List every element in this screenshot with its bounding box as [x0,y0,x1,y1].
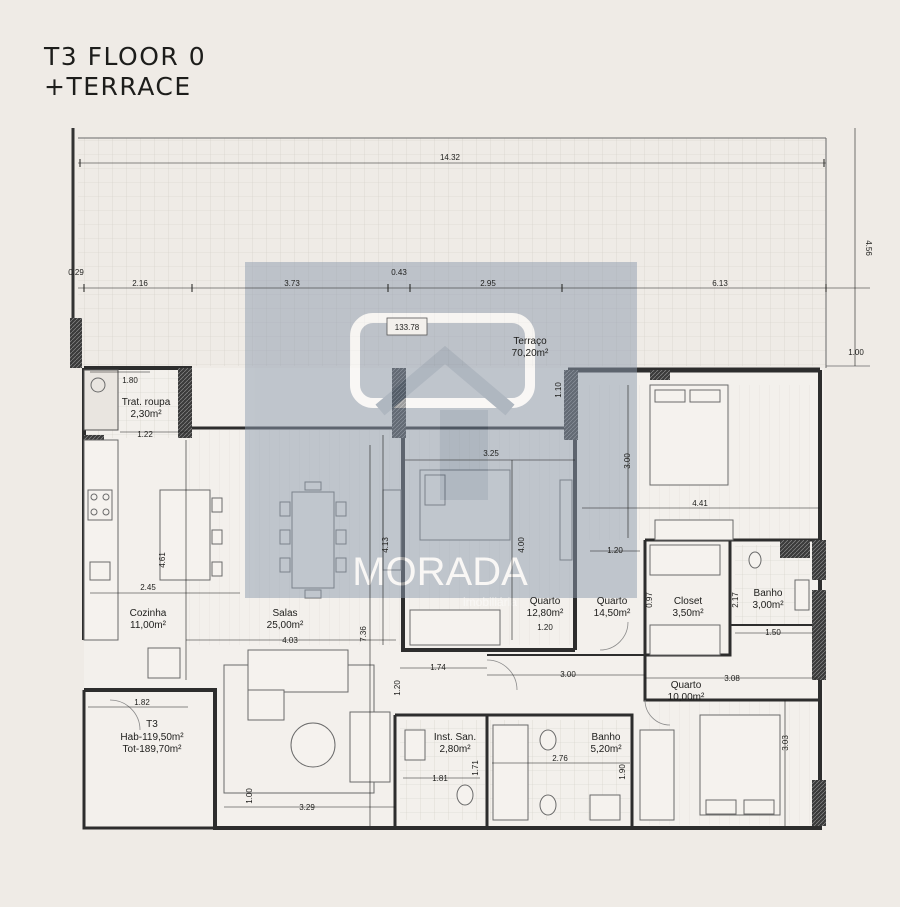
dim-3-03: 3.03 [781,735,790,751]
dim-3-73: 3.73 [284,279,300,288]
bath1-name: Banho [754,588,783,599]
kitchen-counters [83,439,223,679]
terrace-name: Terraço [513,336,547,347]
bedroom1-area: 12,80m² [527,608,564,619]
dim-2-95: 2.95 [480,279,496,288]
bathroom-fixtures [90,377,762,821]
dimension-ticks [79,159,827,292]
dim-2-17: 2.17 [731,592,740,608]
dim-2-76: 2.76 [552,754,568,763]
badge-box [386,317,428,336]
dim-4-03: 4.03 [282,636,298,645]
dim-1-81: 1.81 [432,774,448,783]
dim-1-22: 1.22 [137,430,153,439]
plan-title: T3 FLOOR 0 +TERRACE [44,42,206,102]
closet-name: Closet [674,596,703,607]
bedroom3-name: Quarto [671,680,702,691]
watermark-logo: MORADA imobiliária [245,262,637,609]
dim-3-08: 3.08 [724,674,740,683]
title-line-2: +TERRACE [44,72,192,101]
door-swings [109,621,671,731]
dim-2-16: 2.16 [132,279,148,288]
dim-1-74: 1.74 [430,663,446,672]
dim-1-71: 1.71 [471,760,480,776]
dim-4-61: 4.61 [158,552,167,568]
laundry-area: 2,30m² [130,409,162,420]
kitchen-area: 11,00m² [130,620,167,631]
dim-1-00-a: 1.00 [848,348,864,357]
dim-1-82: 1.82 [134,698,150,707]
laundry-name: Trat. roupa [122,397,171,408]
dim-3-29: 3.29 [299,803,315,812]
dim-4-13: 4.13 [381,537,390,553]
dim-0-43: 0.43 [391,268,407,277]
dim-3-00-a: 3.00 [623,453,632,469]
dim-4-00: 4.00 [517,537,526,553]
dim-3-25: 3.25 [483,449,499,458]
bath2-name: Banho [592,732,621,743]
dim-1-20-c: 1.20 [393,680,402,696]
bedroom3-area: 10,00m² [668,692,705,703]
bedroom1-name: Quarto [530,596,561,607]
dim-1-20-a: 1.20 [607,546,623,555]
dim-14-32: 14.32 [440,153,461,162]
dim-1-90: 1.90 [618,764,627,780]
watermark-brand: MORADA [352,550,528,594]
bedroom2-area: 14,50m² [594,608,631,619]
wc-area: 2,80m² [439,744,471,755]
dim-4-56: 4.56 [864,240,873,256]
dim-0-29: 0.29 [68,268,84,277]
dim-0-97: 0.97 [645,592,654,608]
dimension-lines [78,128,870,826]
room-labels: 133.78 Terraço 70,20m² Trat. roupa 2,30m… [120,317,784,755]
closet-area: 3,50m² [672,608,704,619]
dim-6-13: 6.13 [712,279,728,288]
dim-4-41: 4.41 [692,499,708,508]
dim-1-10: 1.10 [554,382,563,398]
living-name: Salas [272,608,297,619]
dim-2-45: 2.45 [140,583,156,592]
wc-name: Inst. San. [434,732,476,743]
bedroom2-name: Quarto [597,596,628,607]
terrace-area-label: 70,20m² [512,348,549,359]
bath2-area: 5,20m² [590,744,622,755]
dim-7-36: 7.36 [359,626,368,642]
dim-1-20-b: 1.20 [537,623,553,632]
dim-1-50: 1.50 [765,628,781,637]
living-area: 25,00m² [267,620,304,631]
unit-type: T3 [146,719,158,730]
habitable-area: Hab-119,50m² [120,732,184,743]
title-line-1: T3 FLOOR 0 [44,42,207,71]
dim-1-80: 1.80 [122,376,138,385]
dim-3-00-b: 3.00 [560,670,576,679]
badge-value: 133.78 [395,323,420,332]
watermark-sub: imobiliária [463,595,517,609]
kitchen-name: Cozinha [130,608,167,619]
total-area: Tot-189,70m² [123,744,183,755]
dimension-labels: 14.32 4.56 0.29 2.16 3.73 0.43 2.95 6.13… [68,153,873,812]
bath1-area: 3,00m² [752,600,784,611]
dim-1-00-b: 1.00 [245,788,254,804]
